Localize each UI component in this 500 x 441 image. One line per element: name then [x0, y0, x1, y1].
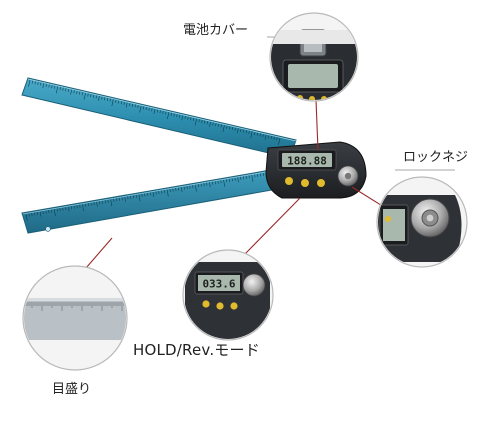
hold-lcd-reading: 033.6	[202, 278, 235, 291]
main-lcd-reading: 188.88	[287, 155, 327, 168]
lock-screw-label: ロックネジ	[403, 150, 469, 165]
upper-ruler-blade	[21, 77, 297, 159]
zero-button[interactable]	[317, 179, 325, 187]
hold-button[interactable]	[285, 177, 293, 185]
hold-mode-label: HOLD/Rev.モード	[133, 341, 260, 359]
upper-ruler-ticks	[28, 79, 281, 145]
main-lcd	[282, 153, 332, 167]
callout-hold-mode: 033.6	[182, 249, 274, 341]
callout-lock-screw	[376, 176, 468, 268]
lower-ruler-ticks	[25, 169, 282, 221]
mode-button[interactable]	[301, 179, 309, 187]
battery-cover-label: 電池カバー	[183, 23, 249, 38]
callout-battery-cover	[269, 12, 359, 102]
scale-label: 目盛り	[52, 382, 92, 397]
pivot-head: 188.88	[265, 141, 367, 199]
lower-ruler-blade	[21, 165, 301, 234]
callout-scale	[22, 265, 128, 371]
